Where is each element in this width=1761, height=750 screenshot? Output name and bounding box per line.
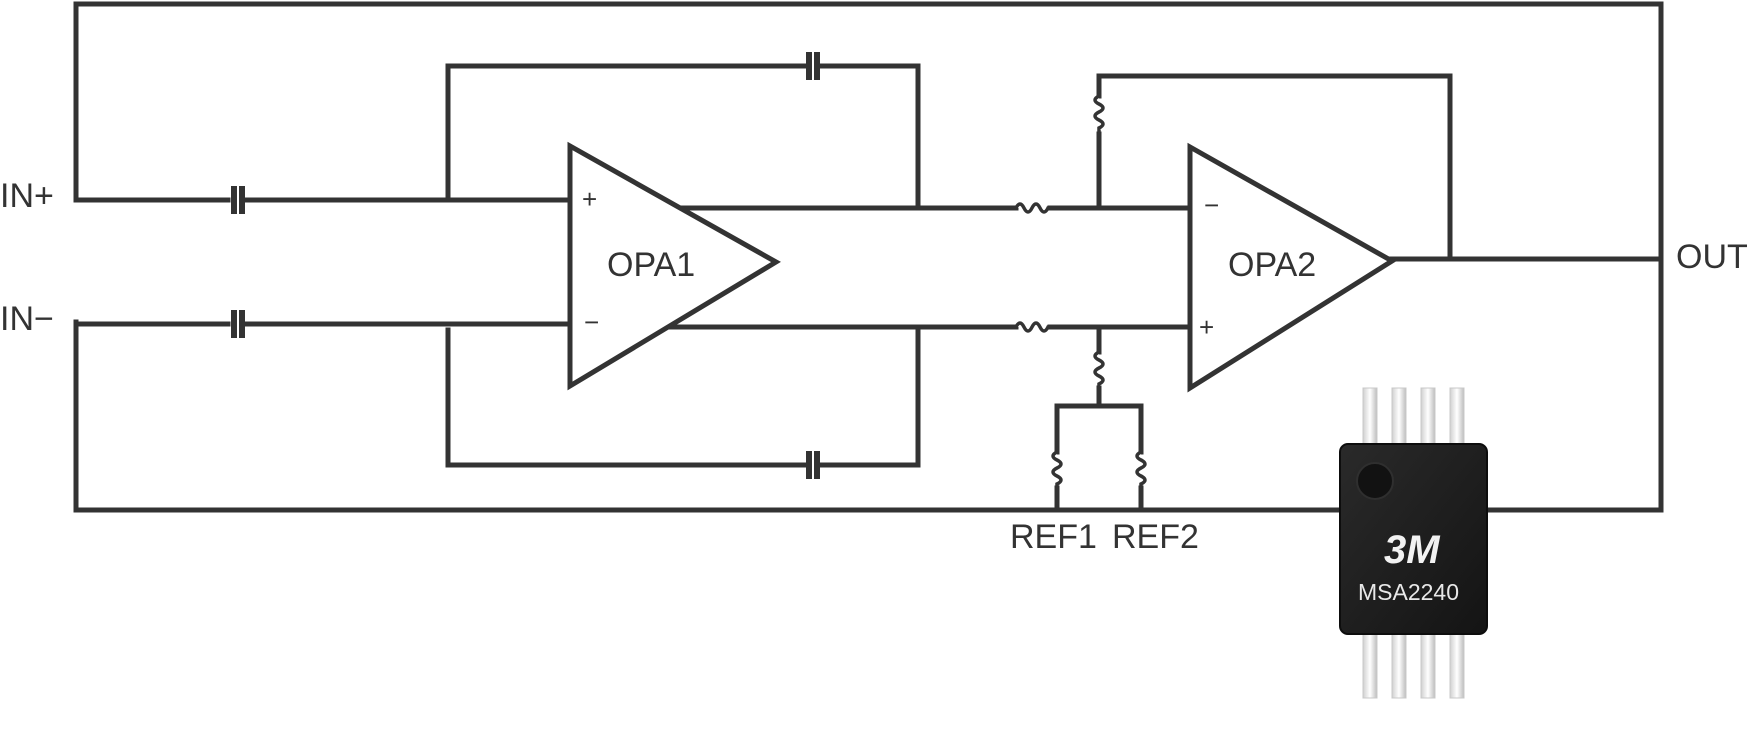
enclosure-left-top [73, 1, 1664, 261]
opa2-feedback-wire [1096, 73, 1453, 262]
series-resistor-top [1014, 202, 1050, 214]
chip-part-number: MSA2240 [1358, 579, 1459, 605]
in-plus-label: IN+ [0, 177, 54, 215]
msa2240-chip: 3M MSA2240 [1339, 387, 1488, 699]
in-minus-label: IN− [0, 300, 54, 338]
ref2-resistor [1135, 450, 1147, 488]
chip-top-pins [1362, 387, 1465, 447]
opa2-bottom-pin-label: + [1199, 312, 1214, 342]
opa2-top-pin-label: − [1204, 190, 1219, 220]
ref-divider-resistor [1093, 350, 1105, 388]
opa2-amplifier: − + OPA2 [1187, 142, 1397, 393]
opa1-bottom-pin-label: − [584, 307, 599, 337]
opa1-top-feedback-wire [445, 63, 921, 211]
chip-bottom-pins [1362, 627, 1465, 699]
enclosure-left-bottom [73, 255, 1664, 513]
opa1-top-pin-label: + [582, 184, 597, 214]
chip-logo: 3M [1384, 528, 1441, 572]
in-plus-capacitor [231, 186, 245, 214]
in-minus-capacitor [231, 310, 245, 338]
ref2-label: REF2 [1112, 518, 1199, 556]
opa1-bottom-feedback-capacitor [806, 451, 820, 479]
opa1-bottom-feedback-wire [445, 325, 921, 468]
opa1-label: OPA1 [607, 246, 695, 284]
opa1-amplifier: + − OPA1 [567, 141, 781, 391]
ref1-label: REF1 [1010, 518, 1097, 556]
opa2-feedback-resistor [1093, 94, 1105, 134]
series-resistor-bottom [1014, 321, 1050, 333]
chip-pin1-marker [1356, 462, 1394, 500]
out-label: OUT [1676, 238, 1748, 276]
opa1-top-feedback-capacitor [806, 52, 820, 80]
ref-network-wire [1054, 324, 1144, 513]
ref1-resistor [1051, 450, 1063, 488]
opa2-label: OPA2 [1228, 246, 1316, 284]
